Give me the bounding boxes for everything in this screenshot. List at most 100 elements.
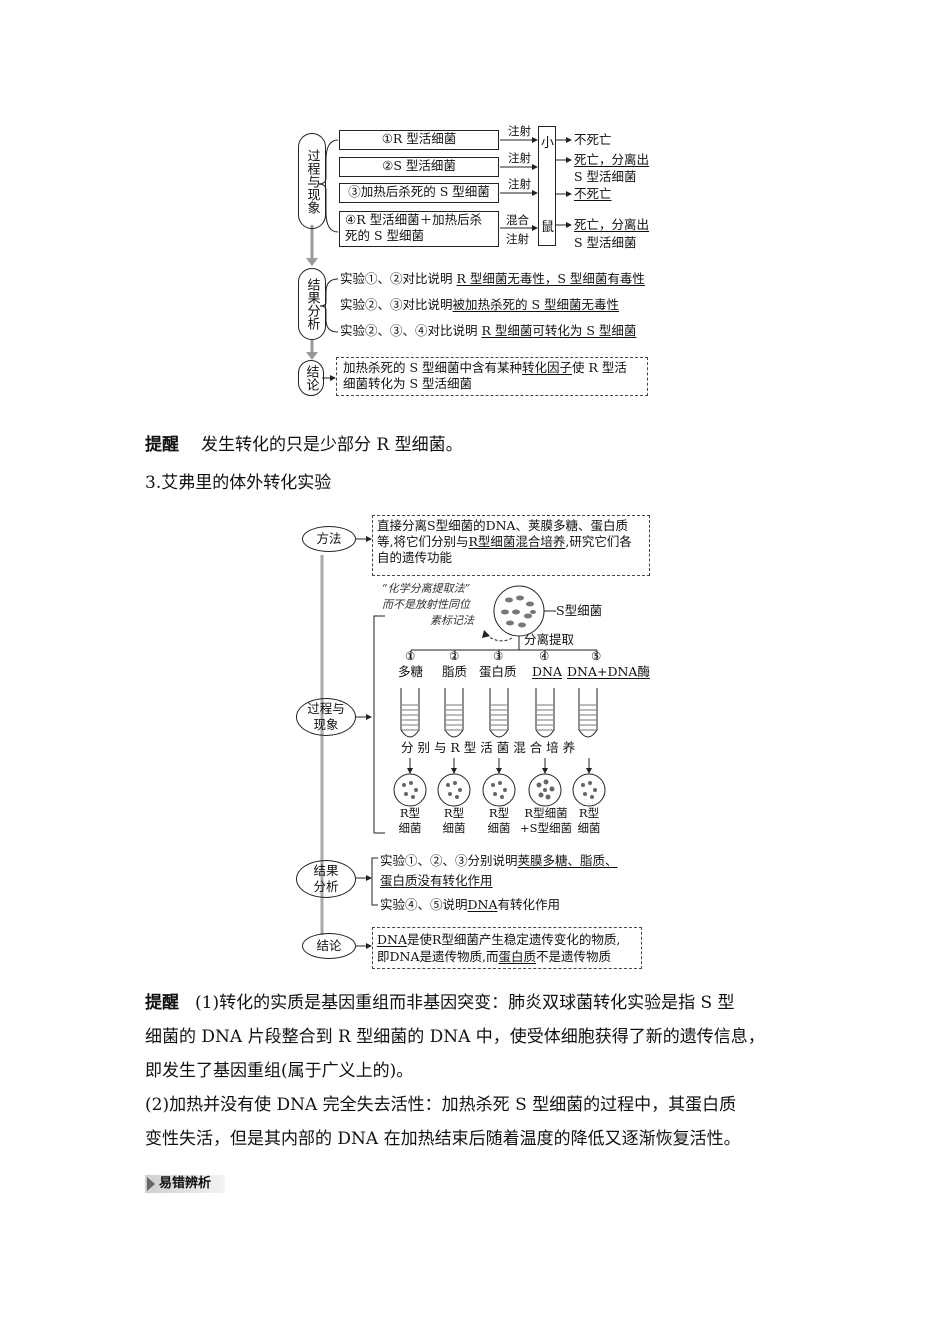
action-label: 注射 <box>508 151 531 165</box>
conclusion-label-text: 结论 <box>303 365 319 391</box>
plate-label-line: R型 <box>399 806 421 820</box>
group-box-4: ④R 型活细菌＋加热后杀 死的 S 型细菌 <box>339 211 499 247</box>
plate-label: R型细菌 <box>440 806 468 836</box>
step-number: ⑤ <box>591 649 602 663</box>
result-keyword: DNA <box>467 897 498 912</box>
handwritten-note: “化学分离提取法” 而不是放射性同位 素标记法 <box>382 581 474 629</box>
step-number: ③ <box>493 649 504 663</box>
result-prefix: 实验①、②、③分别说明 <box>380 853 518 868</box>
result-label: 结果分析 <box>298 268 326 340</box>
outcome: S 型活细菌 <box>574 235 637 250</box>
group-box-2: ②S 型活细菌 <box>339 157 499 177</box>
component-label: 蛋白质 <box>479 664 517 679</box>
process-label: 过程与现象 <box>298 133 326 229</box>
plate-label: R型细菌+S型细菌 <box>518 806 574 836</box>
component-label: DNA <box>532 664 562 679</box>
conclusion-keyword: 转化因子 <box>522 360 573 375</box>
conclusion-keyword: DNA <box>377 932 407 947</box>
tip-line: (1)转化的实质是基因重组而非基因突变：肺炎双球菌转化实验是指 S 型 <box>195 993 735 1013</box>
method-box: 直接分离S型细菌的DNA、荚膜多糖、蛋白质 等,将它们分别与R型细菌混合培养,研… <box>372 515 650 576</box>
tip-line: (2)加热并没有使 DNA 完全失去活性：加热杀死 S 型细菌的过程中，其蛋白质 <box>145 1095 737 1115</box>
plate-label-line: 细菌 <box>577 821 601 835</box>
mix-text: 分 别 与 R 型 活 菌 混 合 培 养 <box>401 740 576 755</box>
tip-text: 发生转化的只是少部分 R 型细菌。 <box>201 435 463 455</box>
group-box-3: ③加热后杀死的 S 型细菌 <box>339 183 499 203</box>
avery-result-1: 实验①、②、③分别说明荚膜多糖、脂质、 蛋白质没有转化作用 <box>380 851 618 891</box>
action-label: 混合 <box>506 213 529 227</box>
tip-label: 提醒 <box>145 993 179 1013</box>
action-label: 注射 <box>506 232 529 246</box>
result-label-text: 结果分析 <box>304 278 320 330</box>
result-conclusion: R 型细菌可转化为 S 型细菌 <box>481 323 637 338</box>
step-number: ② <box>449 649 460 663</box>
method-text: 自的遗传功能 <box>377 550 453 565</box>
plate-label: R型细菌 <box>485 806 513 836</box>
group-label: ②S 型活细菌 <box>382 158 456 173</box>
tip-line: 即发生了基因重组(属于广义上的)。 <box>145 1061 414 1081</box>
label-line: 现象 <box>313 717 339 732</box>
group-label: ④R 型活细菌＋加热后杀 <box>345 212 483 227</box>
tip-line: 细菌的 DNA 片段整合到 R 型细菌的 DNA 中，使受体细胞获得了新的遗传信… <box>145 1027 765 1047</box>
conclusion-text: 使 R 型活 <box>572 360 627 375</box>
result-keyword: 荚膜多糖、脂质、 <box>517 853 618 868</box>
process-label-avery: 过程与 现象 <box>296 698 356 736</box>
result-prefix: 实验②、③对比说明 <box>340 297 453 312</box>
method-label-text: 方法 <box>316 531 342 546</box>
component-label: 脂质 <box>442 664 468 679</box>
mouse-top-text: 小 <box>541 136 555 151</box>
result-line: 实验②、③、④对比说明 R 型细菌可转化为 S 型细菌 <box>340 323 636 339</box>
step-number: ① <box>405 649 416 663</box>
avery-result-2: 实验④、⑤说明DNA有转化作用 <box>380 897 560 913</box>
conclusion-label-text: 结论 <box>316 938 342 953</box>
method-text: 直接分离S型细菌的DNA、荚膜多糖、蛋白质 <box>377 518 629 533</box>
plate-label-line: R型 <box>578 806 600 820</box>
process-label-text: 过程与现象 <box>304 148 320 214</box>
plate-label-line: +S型细菌 <box>519 821 572 835</box>
result-line: 实验②、③对比说明被加热杀死的 S 型细菌无毒性 <box>340 297 619 313</box>
action-label: 注射 <box>508 124 531 138</box>
result-keyword: 蛋白质没有转化作用 <box>380 873 493 888</box>
plate-label: R型细菌 <box>575 806 603 836</box>
component-label: 多糖 <box>398 664 424 679</box>
method-text: ,研究它们各 <box>565 534 632 549</box>
conclusion-text: 不是遗传物质 <box>535 949 611 964</box>
conclusion-text: 即DNA是遗传物质,而 <box>377 949 499 964</box>
group-label: ③加热后杀死的 S 型细菌 <box>348 184 490 199</box>
plate-label-line: 细菌 <box>442 821 466 835</box>
conclusion-label: 结论 <box>298 360 324 396</box>
result-line: 实验①、②对比说明 R 型细菌无毒性，S 型细菌有毒性 <box>340 271 645 287</box>
plate-label-line: 细菌 <box>398 821 422 835</box>
plate-label-line: R型细菌 <box>524 806 568 820</box>
note-line: 而不是放射性同位 <box>382 598 470 611</box>
tip-2: 提醒 (1)转化的实质是基因重组而非基因突变：肺炎双球菌转化实验是指 S 型 细菌… <box>145 986 825 1156</box>
label-line: 过程与 <box>307 701 345 716</box>
s-bacteria-cells <box>501 595 536 628</box>
result-conclusion: R 型细菌无毒性，S 型细菌有毒性 <box>456 271 645 286</box>
avery-conclusion-box: DNA是使R型细菌产生稳定遗传变化的物质, 即DNA是遗传物质,而蛋白质不是遗传… <box>372 927 642 969</box>
plate-label-line: 细菌 <box>487 821 511 835</box>
group-box-1: ①R 型活细菌 <box>339 130 499 150</box>
section-heading: 3.艾弗里的体外转化实验 <box>145 473 332 493</box>
method-keyword: R型细菌混合培养 <box>468 534 566 549</box>
result-prefix: 实验①、②对比说明 <box>340 271 457 286</box>
tip-1: 提醒发生转化的只是少部分 R 型细菌。 <box>145 430 463 460</box>
outcome: 不死亡 <box>574 132 612 147</box>
conclusion-text: 细菌转化为 S 型活细菌 <box>343 376 473 391</box>
s-bacteria-label: S型细菌 <box>556 603 603 618</box>
conclusion-text: 是使R型细菌产生稳定遗传变化的物质, <box>407 932 621 947</box>
outcome: S 型活细菌 <box>574 169 637 184</box>
group-label: ①R 型活细菌 <box>381 131 457 146</box>
plate-label-line: R型 <box>488 806 510 820</box>
note-line: 素标记法 <box>430 614 474 627</box>
outcome: 死亡，分离出 <box>574 152 650 167</box>
result-prefix: 实验④、⑤说明 <box>380 897 468 912</box>
result-label-avery: 结果 分析 <box>296 860 356 898</box>
plate-label-line: R型 <box>443 806 465 820</box>
conclusion-keyword: 蛋白质 <box>498 949 536 964</box>
label-line: 结果 <box>313 863 339 878</box>
method-label: 方法 <box>302 526 356 552</box>
conclusion-box: 加热杀死的 S 型细菌中含有某种转化因子使 R 型活 细菌转化为 S 型活细菌 <box>336 357 648 396</box>
conclusion-label-avery: 结论 <box>302 933 356 959</box>
group-label: 死的 S 型细菌 <box>345 228 425 243</box>
test-tubes <box>400 688 598 738</box>
